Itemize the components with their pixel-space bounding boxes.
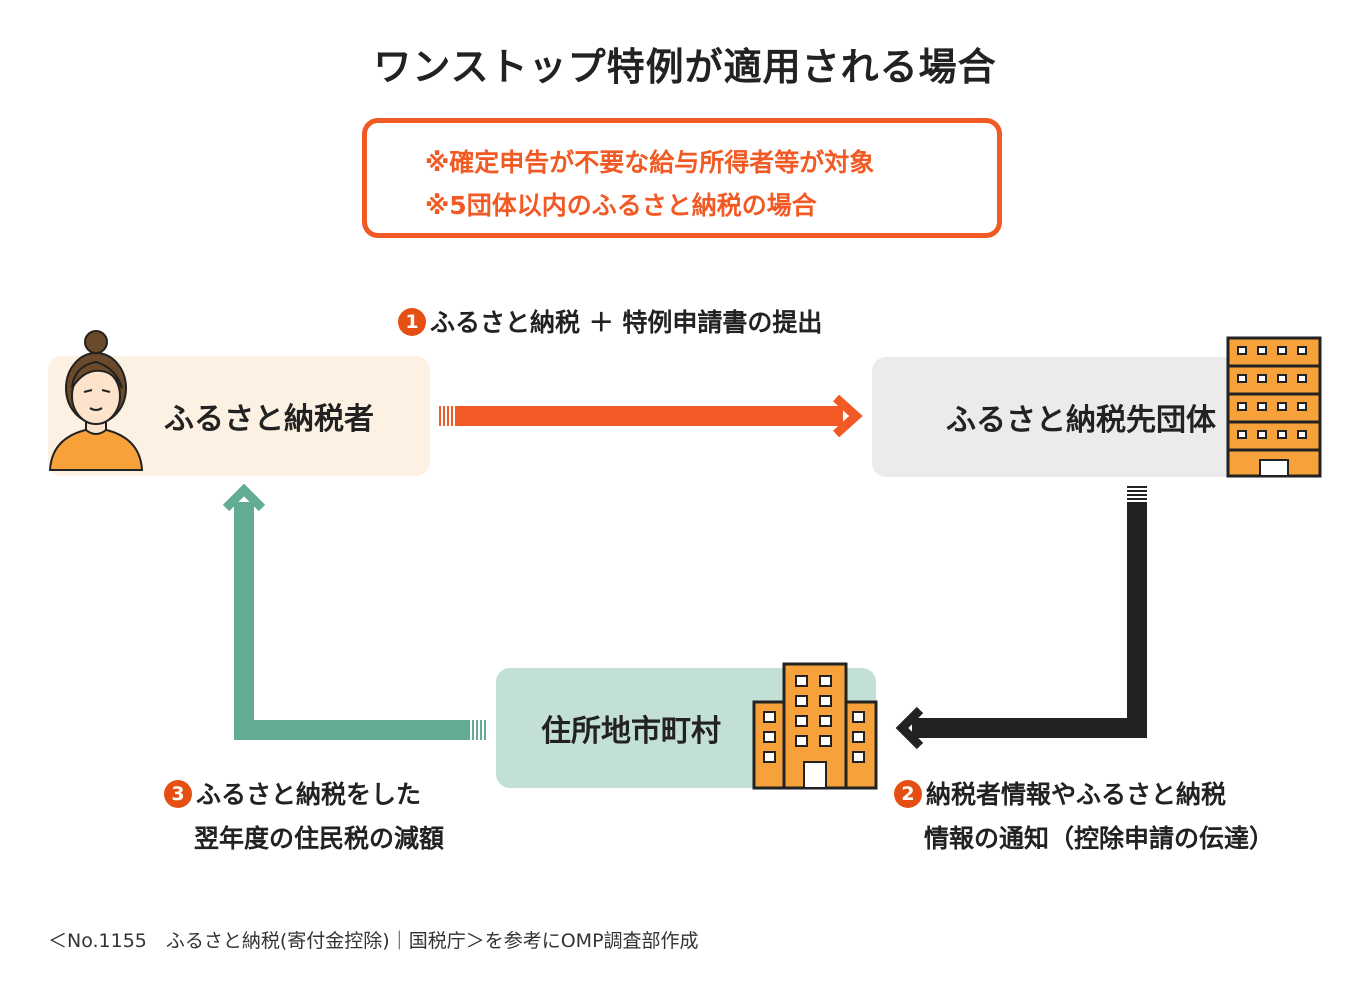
step-2-line-1: 納税者情報やふるさと納税 [926,780,1227,809]
notice-line-2: ※5団体以内のふるさと納税の場合 [425,191,817,220]
taxpayer-label: ふるさと納税者 [164,402,374,437]
arrow-3 [222,483,486,740]
source-note: ＜No.1155 ふるさと納税(寄付金控除)｜国税庁＞を参考にOMP調査部作成 [48,930,699,952]
step-1-badge: 1 [398,308,426,336]
office-building-icon [1226,336,1322,478]
destination-label: ふるさと納税先団体 [946,403,1216,438]
notice-line-1: ※確定申告が不要な給与所得者等が対象 [425,148,875,177]
municipality-label: 住所地市町村 [541,714,721,749]
step-2-line-2: 情報の通知（控除申請の伝達） [924,824,1275,853]
step-3-line-2: 翌年度の住民税の減額 [194,824,445,853]
step-2-badge: 2 [894,780,922,808]
arrow-2 [895,486,1147,750]
city-hall-icon [752,662,878,790]
page-title: ワンストップ特例が適用される場合 [373,45,997,89]
step-1-text: ふるさと納税 ＋ 特例申請書の提出 [430,308,823,337]
step-3-badge: 3 [164,780,192,808]
notice-box [362,118,1002,238]
person-icon [48,330,144,471]
step-3-line-1: ふるさと納税をした [196,780,422,809]
arrow-1 [439,394,863,438]
